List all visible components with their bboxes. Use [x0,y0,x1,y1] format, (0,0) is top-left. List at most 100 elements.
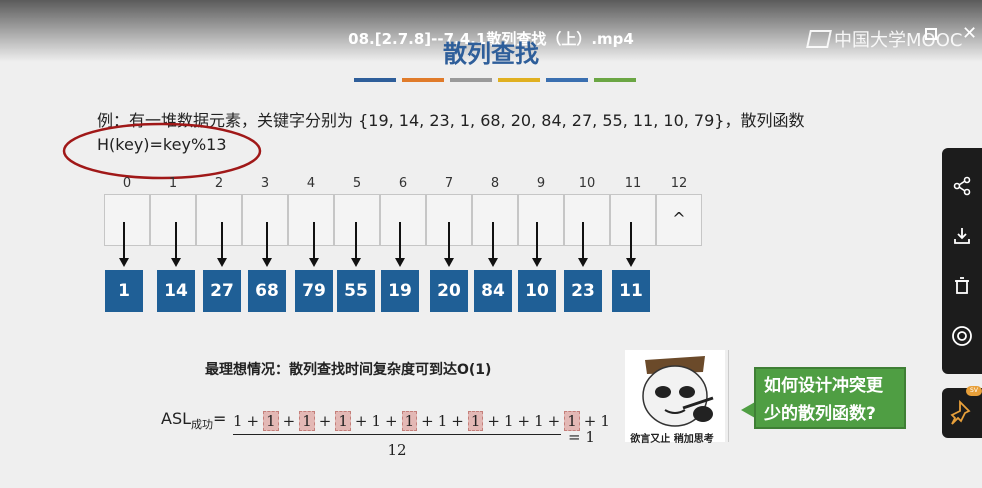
bucket-key: 14 [157,270,195,312]
numerator-term: 1 [467,411,484,431]
plus-sign: + [451,412,464,430]
bucket-key: 84 [474,270,512,312]
arrow-head-icon [532,258,542,267]
pin-button[interactable] [942,388,982,438]
pin-badge: SV [966,386,982,396]
color-strip [354,78,636,82]
plus-sign: + [318,412,332,430]
plus-sign: + [547,412,561,430]
slot-index: 0 [122,176,132,191]
bucket-key: 10 [518,270,556,312]
arrow-head-icon [395,258,405,267]
meme-caption: 欲言又止 稍加思考 [630,434,714,445]
slot-arrow [266,222,268,260]
asl-equals: = [213,409,227,428]
asl-text: ASL [161,409,192,428]
slide-title: 散列查找 [443,40,539,68]
close-button[interactable]: ✕ [962,23,978,44]
bucket-key: 68 [248,270,286,312]
hash-slot [288,194,334,246]
panda-meme-image [625,350,725,442]
hash-function: H(key)=key%13 [97,135,227,154]
slot-index: 4 [306,176,316,191]
bucket-key: 1 [105,270,143,312]
hash-slot [564,194,610,246]
plus-sign: + [354,412,368,430]
hash-slot [242,194,288,246]
slot-index: 10 [578,176,596,191]
fraction-bar [233,434,561,435]
plus-sign: + [246,412,260,430]
hash-slot [380,194,426,246]
slot-index: 12 [670,176,688,191]
slot-index: 7 [444,176,454,191]
numerator-term: 1 [564,411,580,431]
numerator: 1+1+1+1+1+1+1+1+1+1+1+1 [233,410,610,432]
hash-slot [196,194,242,246]
slot-arrow [313,222,315,260]
arrow-head-icon [626,258,636,267]
numerator-term: 1 [504,412,514,430]
numerator-term: 1 [534,412,544,430]
asl-label: ASL成功= [161,409,226,432]
numerator-term: 1 [401,411,418,431]
slot-arrow [448,222,450,260]
color-strip-segment [354,78,396,82]
slot-index: 8 [490,176,500,191]
arrow-head-icon [171,258,181,267]
download-button[interactable] [942,216,982,256]
bubble-tail [741,402,755,418]
slot-index: 11 [624,176,642,191]
arrow-head-icon [217,258,227,267]
delete-button[interactable] [942,266,982,306]
side-toolbar [942,148,982,374]
plus-sign: + [282,412,296,430]
share-button[interactable] [942,166,982,206]
video-title: 08.[2.7.8]--7.4.1散列查找（上）.mp4 [348,30,634,48]
color-strip-segment [546,78,588,82]
bucket-key: 23 [564,270,602,312]
video-top-bar [0,0,982,62]
plus-sign: + [583,412,597,430]
numerator-term: 1 [437,412,448,430]
bucket-key: 79 [295,270,333,312]
circle-button[interactable] [942,316,982,356]
color-strip-segment [402,78,444,82]
numerator-term: 1 [299,411,315,431]
circle-icon [952,326,972,346]
slot-arrow [123,222,125,260]
arrow-head-icon [488,258,498,267]
arrow-head-icon [119,258,129,267]
slot-arrow [492,222,494,260]
delete-icon [955,277,969,294]
slot-arrow [399,222,401,260]
hash-slot [150,194,196,246]
bucket-key: 27 [203,270,241,312]
divider [728,350,729,442]
ideal-case-text: 最理想情况：散列查找时间复杂度可到达O(1) [205,362,492,378]
hash-slot [472,194,518,246]
numerator-term: 1 [263,411,279,431]
arrow-head-icon [351,258,361,267]
example-text: 例：有一堆数据元素，关键字分别为 {19, 14, 23, 1, 68, 20,… [97,109,857,157]
numerator-term: 1 [371,412,382,430]
slot-arrow [536,222,538,260]
bucket-key: 11 [612,270,650,312]
slot-arrow [175,222,177,260]
hash-slot [518,194,564,246]
logo-text: 中国大学MOOC [834,30,963,51]
arrow-head-icon [262,258,272,267]
bucket-key: 19 [381,270,419,312]
asl-subscript: 成功 [191,418,214,432]
question-bubble: 如何设计冲突更少的散列函数? [754,367,906,429]
bucket-key: 55 [337,270,375,312]
maximize-button[interactable] [925,28,937,40]
asl-result: = 1 [568,428,595,446]
plus-sign: + [487,412,500,430]
plus-sign: + [421,412,434,430]
slot-index: 3 [260,176,270,191]
color-strip-segment [450,78,492,82]
hash-slot [334,194,380,246]
share-icon [953,176,971,196]
plus-sign: + [385,412,398,430]
